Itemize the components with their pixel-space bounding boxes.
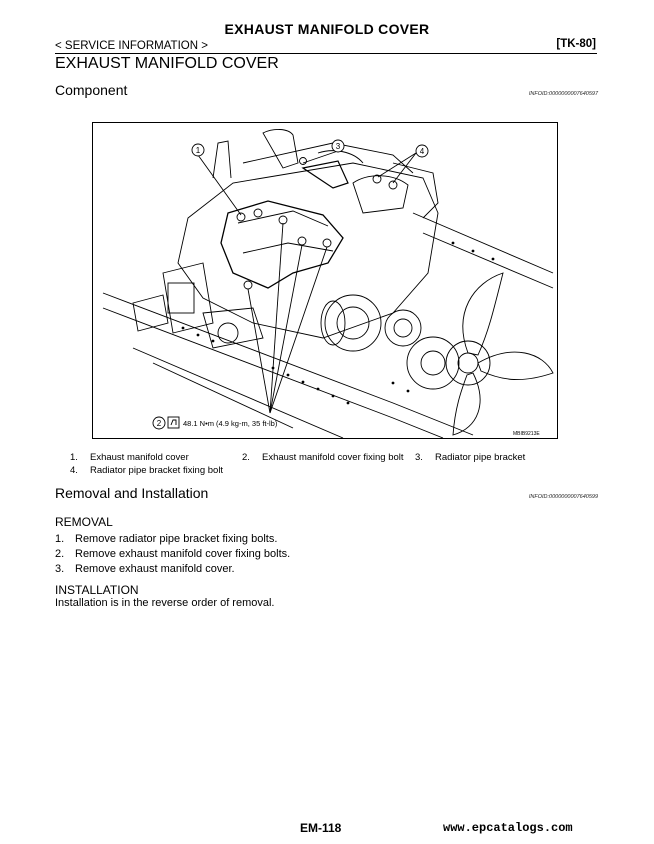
callout-1: 1 <box>191 143 205 157</box>
svg-text:1: 1 <box>196 146 201 155</box>
removal-info-id: INFOID:0000000007640599 <box>528 494 598 500</box>
page-number: EM-118 <box>300 821 342 835</box>
torque-spec: 48.1 N•m (4.9 kg-m, 35 ft-lb) <box>183 419 278 428</box>
svg-text:4: 4 <box>420 147 425 156</box>
component-info-id: INFOID:0000000007640597 <box>528 91 598 97</box>
torque-wrench-icon <box>167 416 180 429</box>
callout-2: 2 <box>152 416 166 430</box>
legend-item-1: 1.Exhaust manifold cover <box>70 452 189 463</box>
removal-step-1: 1.Remove radiator pipe bracket fixing bo… <box>55 533 278 545</box>
installation-text: Installation is in the reverse order of … <box>55 597 275 609</box>
removal-installation-heading: Removal and Installation <box>55 485 209 501</box>
component-heading: Component <box>55 82 128 98</box>
svg-text:3: 3 <box>336 142 341 151</box>
installation-heading: INSTALLATION <box>55 583 139 597</box>
callout-3: 3 <box>331 139 345 153</box>
section-title: EXHAUST MANIFOLD COVER <box>55 55 279 72</box>
website-watermark: www.epcatalogs.com <box>443 821 573 835</box>
callout-4: 4 <box>415 144 429 158</box>
component-figure: 1 3 4 2 48.1 N•m (4.9 kg-m, 35 ft-lb) MB… <box>92 122 558 439</box>
svg-text:2: 2 <box>157 419 162 428</box>
figure-code: MBIB9213E <box>513 431 540 437</box>
breadcrumb: < SERVICE INFORMATION > <box>55 40 208 52</box>
model-code: [TK-80] <box>556 38 596 50</box>
removal-heading: REMOVAL <box>55 515 113 529</box>
page-title: EXHAUST MANIFOLD COVER <box>224 21 430 37</box>
engine-illustration: 1 3 4 2 48.1 N•m (4.9 kg-m, 35 ft-lb) MB… <box>102 129 554 438</box>
legend-item-2: 2.Exhaust manifold cover fixing bolt <box>242 452 404 463</box>
legend-item-3: 3.Radiator pipe bracket <box>415 452 526 463</box>
removal-step-3: 3.Remove exhaust manifold cover. <box>55 563 235 575</box>
header-rule <box>55 53 597 54</box>
legend-item-4: 4.Radiator pipe bracket fixing bolt <box>70 465 224 476</box>
removal-step-2: 2.Remove exhaust manifold cover fixing b… <box>55 548 291 560</box>
